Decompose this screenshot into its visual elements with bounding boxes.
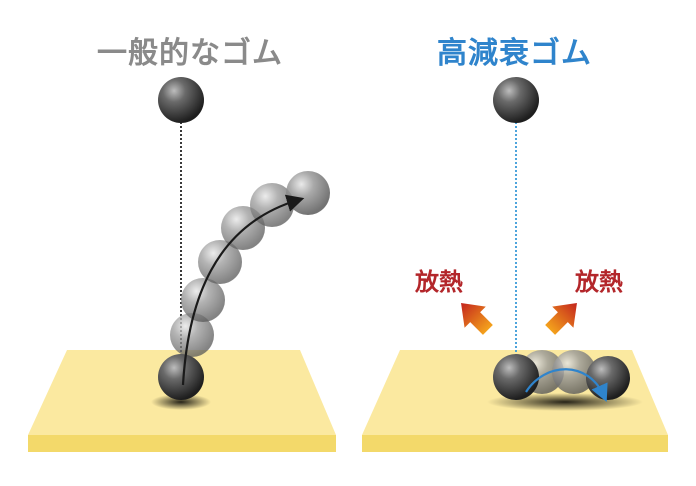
left-ball-shadow — [151, 394, 211, 410]
right-panel — [362, 77, 668, 452]
right-impact-ball — [493, 354, 539, 400]
heat-arrow-right — [545, 303, 577, 335]
left-panel — [28, 77, 336, 452]
heat-label-left: 放熱 — [415, 268, 463, 296]
left-bounce-ball — [286, 171, 330, 215]
left-bounce-ball — [181, 278, 225, 322]
roll-arrow — [525, 368, 608, 403]
left-bounce-ball — [170, 313, 214, 357]
left-drop-ball — [158, 77, 204, 123]
rebound-arrow — [181, 194, 305, 386]
right-rolling-ball — [552, 350, 596, 394]
right-rolling-ball — [586, 356, 630, 400]
right-drop-ball — [493, 77, 539, 123]
left-panel-title: 一般的なゴム — [97, 36, 283, 71]
heat-label-right: 放熱 — [575, 268, 623, 296]
heat-arrow-left — [461, 303, 493, 335]
right-panel-title: 高減衰ゴム — [437, 36, 592, 71]
left-impact-ball — [158, 354, 204, 400]
